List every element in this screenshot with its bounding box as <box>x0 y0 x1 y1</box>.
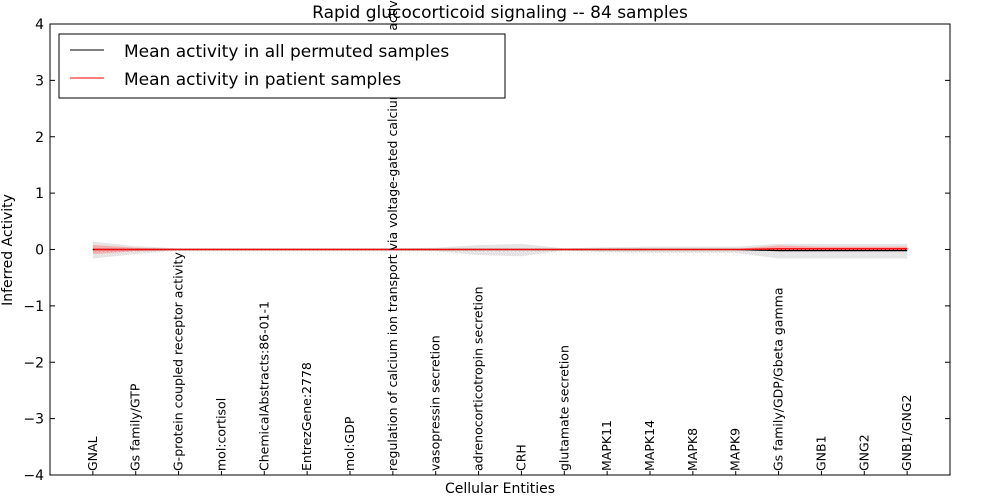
series-line-1 <box>92 248 908 251</box>
x-tick-label: adrenocorticotropin secretion <box>471 286 486 471</box>
x-tick-label: MAPK11 <box>599 420 614 471</box>
y-tick-label: −3 <box>23 412 44 428</box>
legend-box <box>58 33 506 99</box>
legend-label-permuted: Mean activity in all permuted samples <box>124 42 449 62</box>
y-tick-label: 3 <box>35 73 44 89</box>
x-tick-label: MAPK8 <box>685 428 700 471</box>
x-tick-label: MAPK9 <box>728 428 743 471</box>
chart-title: Rapid glucocorticoid signaling -- 84 sam… <box>312 3 688 23</box>
y-tick-label: −4 <box>23 468 44 484</box>
x-tick-label: mol:GDP <box>342 416 357 471</box>
x-tick-label: ChemicalAbstracts:86-01-1 <box>256 301 271 471</box>
x-tick-label: Gs family/GDP/Gbeta gamma <box>771 288 786 471</box>
y-tick-label: 0 <box>35 243 44 259</box>
y-tick-label: 2 <box>35 130 44 146</box>
legend: Mean activity in all permuted samples Me… <box>58 33 506 99</box>
x-tick-label: GNAL <box>85 436 100 471</box>
x-tick-label: GNB1/GNG2 <box>899 395 914 471</box>
x-tick-label: glutamate secretion <box>556 345 571 471</box>
x-axis-label: Cellular Entities <box>445 481 555 497</box>
x-tick-label: vasopressin secretion <box>428 335 443 471</box>
y-tick-label: 1 <box>35 186 44 202</box>
y-tick-label: −2 <box>23 355 44 371</box>
x-tick-label: regulation of calcium ion transport via … <box>385 0 400 471</box>
x-tick-label: Gs family/GTP <box>128 383 143 471</box>
y-axis-label: Inferred Activity <box>0 194 16 306</box>
x-tick-label: GNB1 <box>813 435 828 471</box>
x-tick-label: CRH <box>513 444 528 471</box>
x-tick-label: GNG2 <box>856 434 871 471</box>
legend-label-patient: Mean activity in patient samples <box>124 70 401 90</box>
x-tick-label: mol:cortisol <box>213 398 228 471</box>
y-tick-label: 4 <box>35 17 44 33</box>
x-tick-label: EntrezGene:2778 <box>299 362 314 471</box>
x-tick-label: G-protein coupled receptor activity <box>171 252 186 471</box>
y-tick-label: −1 <box>23 299 44 315</box>
x-tick-label: MAPK14 <box>642 420 657 471</box>
